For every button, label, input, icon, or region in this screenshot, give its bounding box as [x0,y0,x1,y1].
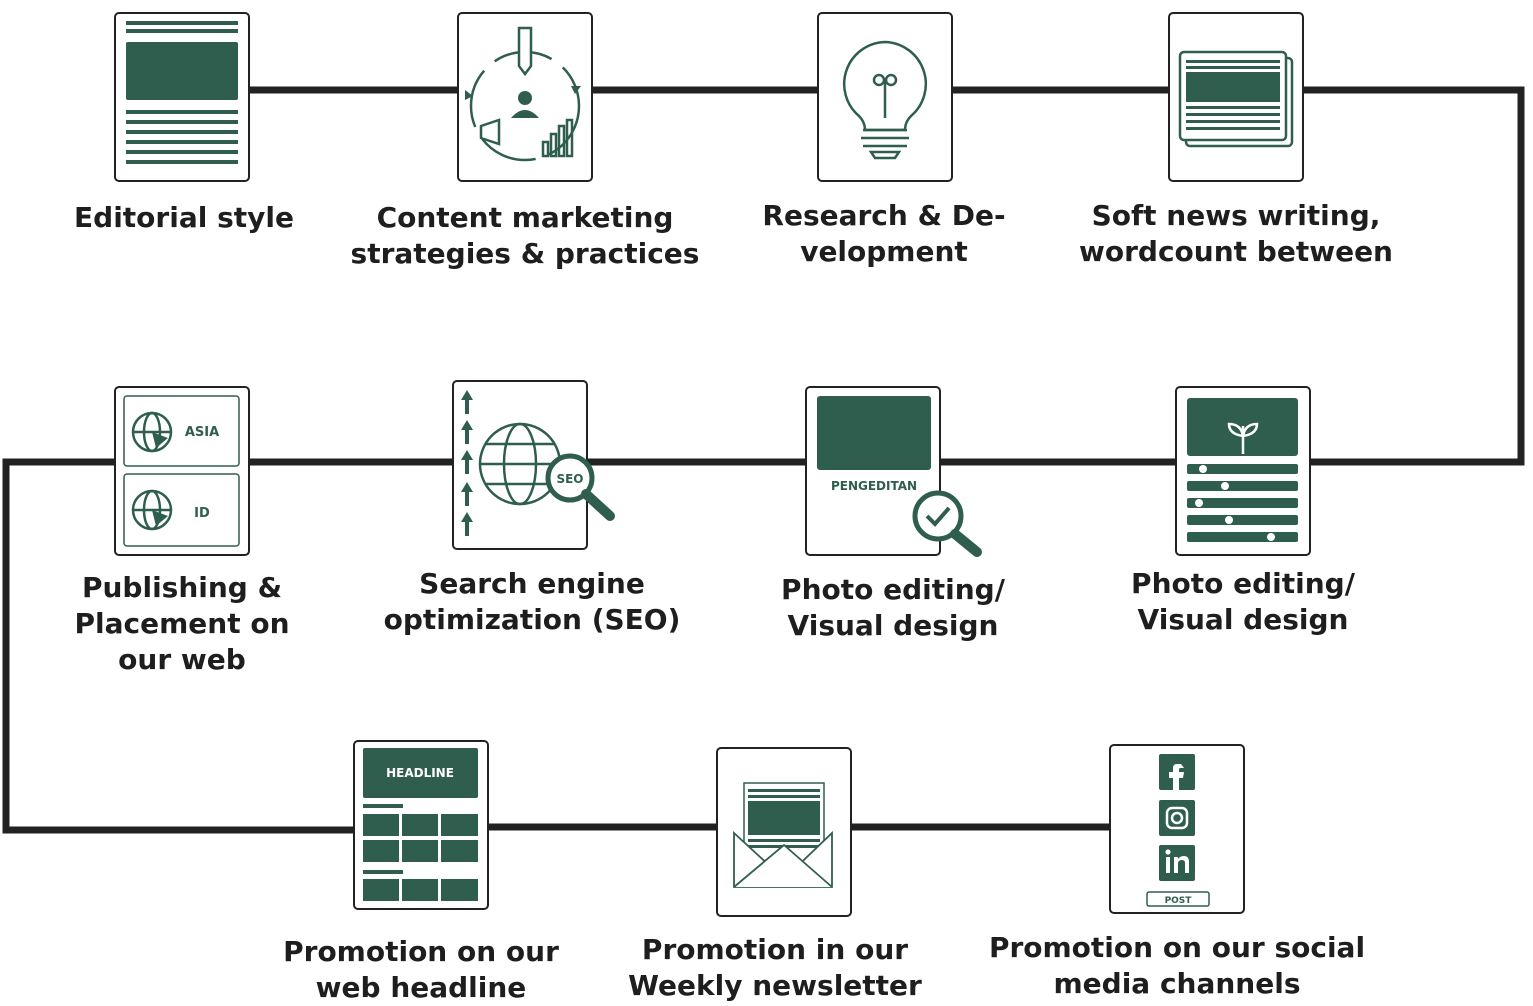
seo-globe-magnifier-icon: SEO [461,390,615,536]
envelope-newsletter-icon [733,782,833,888]
headline-tag: HEADLINE [386,766,454,780]
region-tag-asia: ASIA [185,425,219,440]
content-marketing-cycle-icon [465,26,581,162]
editorial-document-icon [126,21,238,164]
step-editorial-style-card [114,12,250,182]
step-soft-news-label: Soft news writing,wordcount between [1079,199,1393,268]
step-photo-editing-a-card: PENGEDITAN [805,386,982,557]
post-tag: POST [1165,896,1193,906]
step-research-development-card [817,12,953,182]
step-editorial-style-label: Editorial style [74,201,294,234]
region-tag-id: ID [194,506,210,521]
step-photo-editing-b-label: Photo editing/Visual design [1131,567,1355,636]
seo-tag: SEO [556,472,583,486]
step-seo-card: SEO [452,380,615,550]
newspaper-icon [1178,50,1294,148]
step-social-media-card: POST [1109,744,1245,914]
step-content-marketing-card [457,12,593,182]
step-photo-editing-b-card [1175,386,1311,556]
step-research-development-label: Research & De-velopment [762,199,1006,268]
lightbulb-icon [842,40,928,160]
instagram-icon [1159,800,1195,836]
step-web-headline-card: HEADLINE [353,740,489,910]
plant-list-document-icon [1187,398,1298,542]
headline-grid-icon: HEADLINE [363,748,478,901]
step-soft-news-card [1168,12,1304,182]
step-photo-editing-a-label: Photo editing/Visual design [781,573,1005,642]
step-publishing-card: ASIA ID [114,386,250,556]
pengeditan-tag: PENGEDITAN [831,479,917,493]
step-newsletter-card [716,747,852,917]
photo-check-magnifier-icon: PENGEDITAN [817,396,982,557]
social-media-icons: POST [1146,754,1210,907]
globe-regions-icon: ASIA ID [123,395,240,547]
